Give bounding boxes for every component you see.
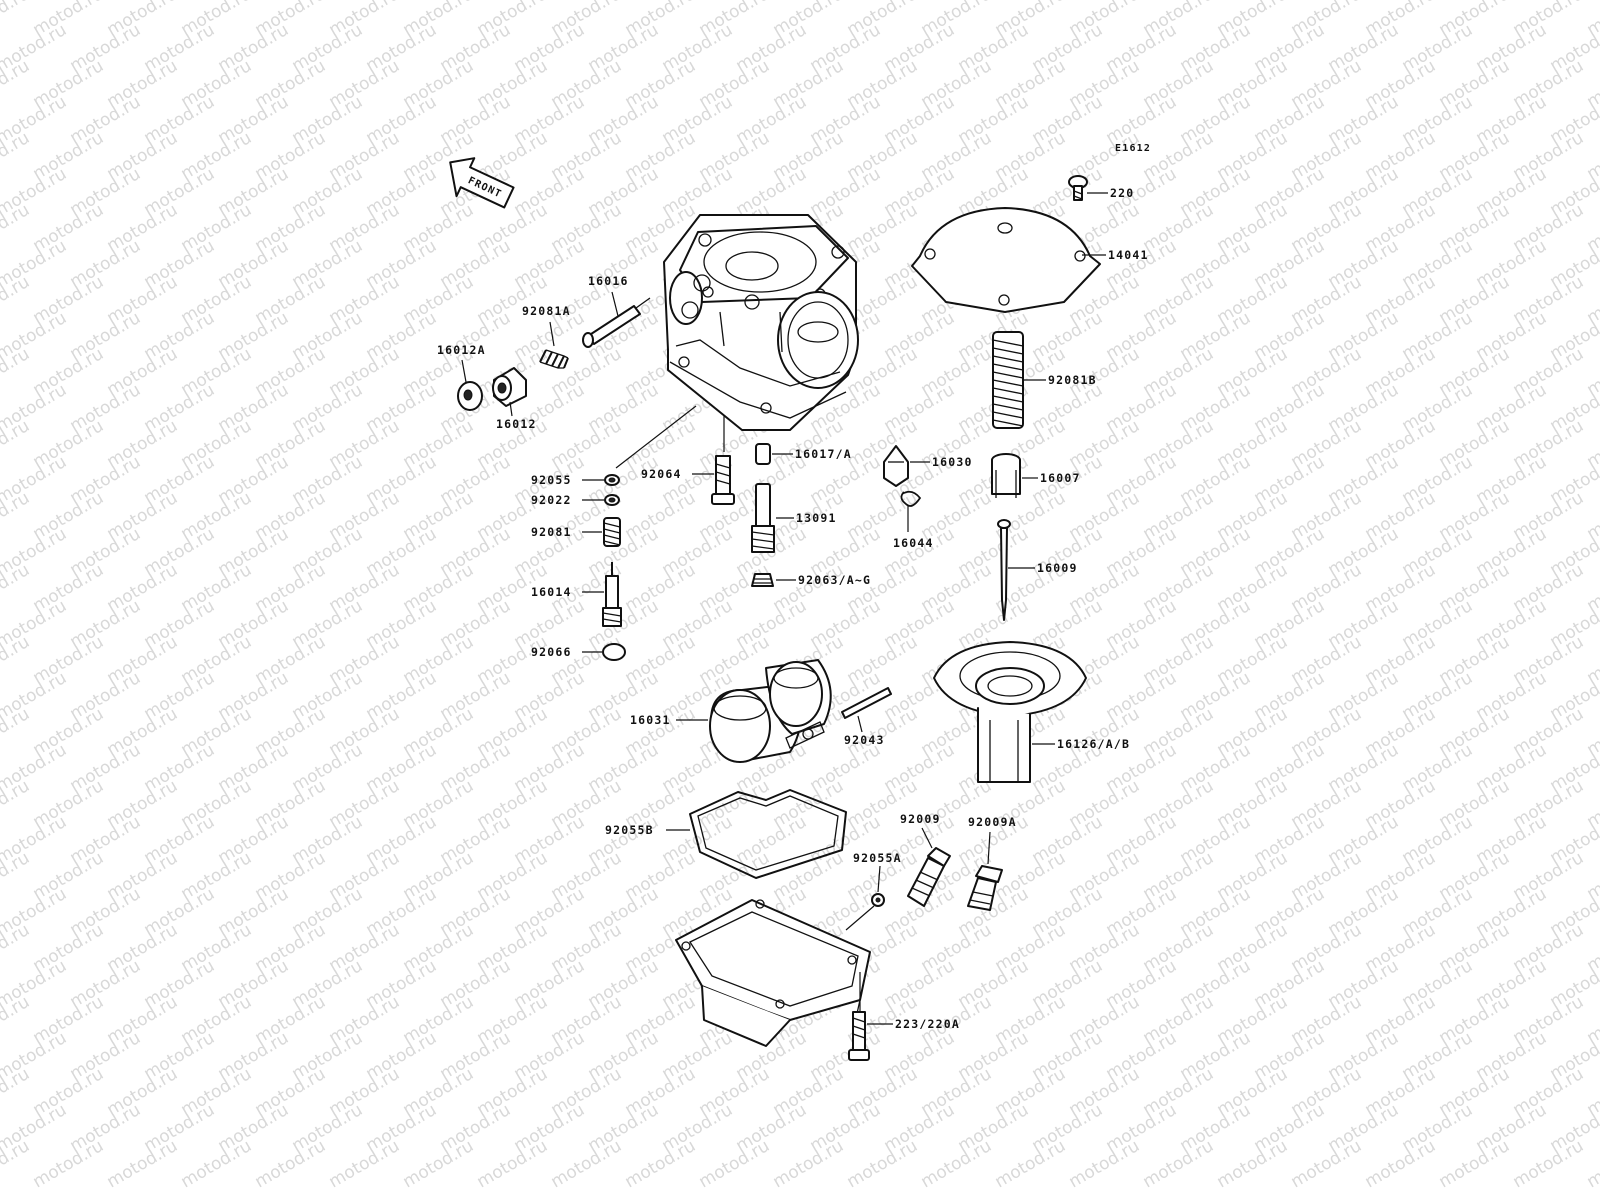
label-92081: 92081 <box>531 525 572 539</box>
screw-220[interactable]: 220 <box>1068 175 1134 201</box>
spring-92081[interactable]: 92081 <box>531 517 621 547</box>
label-16016: 16016 <box>588 274 629 288</box>
label-92009: 92009 <box>900 812 941 826</box>
clip-16044[interactable]: 16044 <box>893 490 934 550</box>
tube-13091[interactable]: 13091 <box>751 483 837 553</box>
label-220: 220 <box>1110 186 1134 200</box>
label-92081b: 92081B <box>1048 373 1097 387</box>
label-16012a: 16012A <box>437 343 486 357</box>
front-arrow-icon: FRONT <box>449 157 515 209</box>
label-16007: 16007 <box>1040 471 1081 485</box>
cap-16012[interactable]: 16012 <box>492 367 537 431</box>
leader-body-92055 <box>615 405 697 469</box>
float-16031[interactable]: 16031 <box>630 659 832 763</box>
jet-16017[interactable]: 16017/A <box>755 443 852 465</box>
pilot-screw-16016[interactable]: 16016 <box>582 274 651 348</box>
top-cover-14041[interactable]: 14041 <box>911 207 1149 313</box>
label-92081a: 92081A <box>522 304 571 318</box>
label-16126: 16126/A/B <box>1057 737 1130 751</box>
main-jet-92063[interactable]: 92063/A~G <box>751 573 871 587</box>
label-14041: 14041 <box>1108 248 1149 262</box>
pin-92043[interactable]: 92043 <box>841 687 892 747</box>
holder-16007[interactable]: 16007 <box>991 453 1081 498</box>
label-92043: 92043 <box>844 733 885 747</box>
jet-needle-16009[interactable]: 16009 <box>997 519 1078 621</box>
label-16009: 16009 <box>1037 561 1078 575</box>
label-16030: 16030 <box>932 455 973 469</box>
screw-92009[interactable]: 92009 <box>900 812 951 907</box>
diagram-code: E1612 <box>1115 143 1151 154</box>
label-92063: 92063/A~G <box>798 573 871 587</box>
label-16044: 16044 <box>893 536 934 550</box>
carburetor-body[interactable] <box>663 214 859 431</box>
float-bowl[interactable] <box>675 899 871 1047</box>
gasket-92055b[interactable]: 92055B <box>605 789 847 879</box>
label-92055b: 92055B <box>605 823 654 837</box>
label-92055a: 92055A <box>853 851 902 865</box>
label-16012: 16012 <box>496 417 537 431</box>
label-13091: 13091 <box>796 511 837 525</box>
label-92066: 92066 <box>531 645 572 659</box>
screw-92009a[interactable]: 92009A <box>967 815 1017 911</box>
cap-16012a[interactable]: 16012A <box>437 343 486 411</box>
label-92022: 92022 <box>531 493 572 507</box>
label-92064: 92064 <box>641 467 682 481</box>
float-valve-16030[interactable]: 16030 <box>883 445 973 487</box>
label-16031: 16031 <box>630 713 671 727</box>
oring-92055a[interactable]: 92055A <box>845 851 902 931</box>
screw-223-220a[interactable]: 223/220A <box>848 1011 960 1061</box>
washer-92022[interactable]: 92022 <box>531 493 620 507</box>
label-92055: 92055 <box>531 473 572 487</box>
label-16017a: 16017/A <box>795 447 852 461</box>
spring-92081b[interactable]: 92081B <box>992 331 1097 429</box>
needle-16014[interactable]: 16014 <box>531 562 622 627</box>
diaphragm-16126[interactable]: 16126/A/B <box>933 641 1130 783</box>
cap-92066[interactable]: 92066 <box>531 643 626 661</box>
label-223-220a: 223/220A <box>895 1017 960 1031</box>
screw-92064[interactable]: 92064 <box>641 455 735 505</box>
oring-92055[interactable]: 92055 <box>531 473 620 487</box>
label-16014: 16014 <box>531 585 572 599</box>
label-92009a: 92009A <box>968 815 1017 829</box>
spring-92081a[interactable]: 92081A <box>522 304 571 369</box>
